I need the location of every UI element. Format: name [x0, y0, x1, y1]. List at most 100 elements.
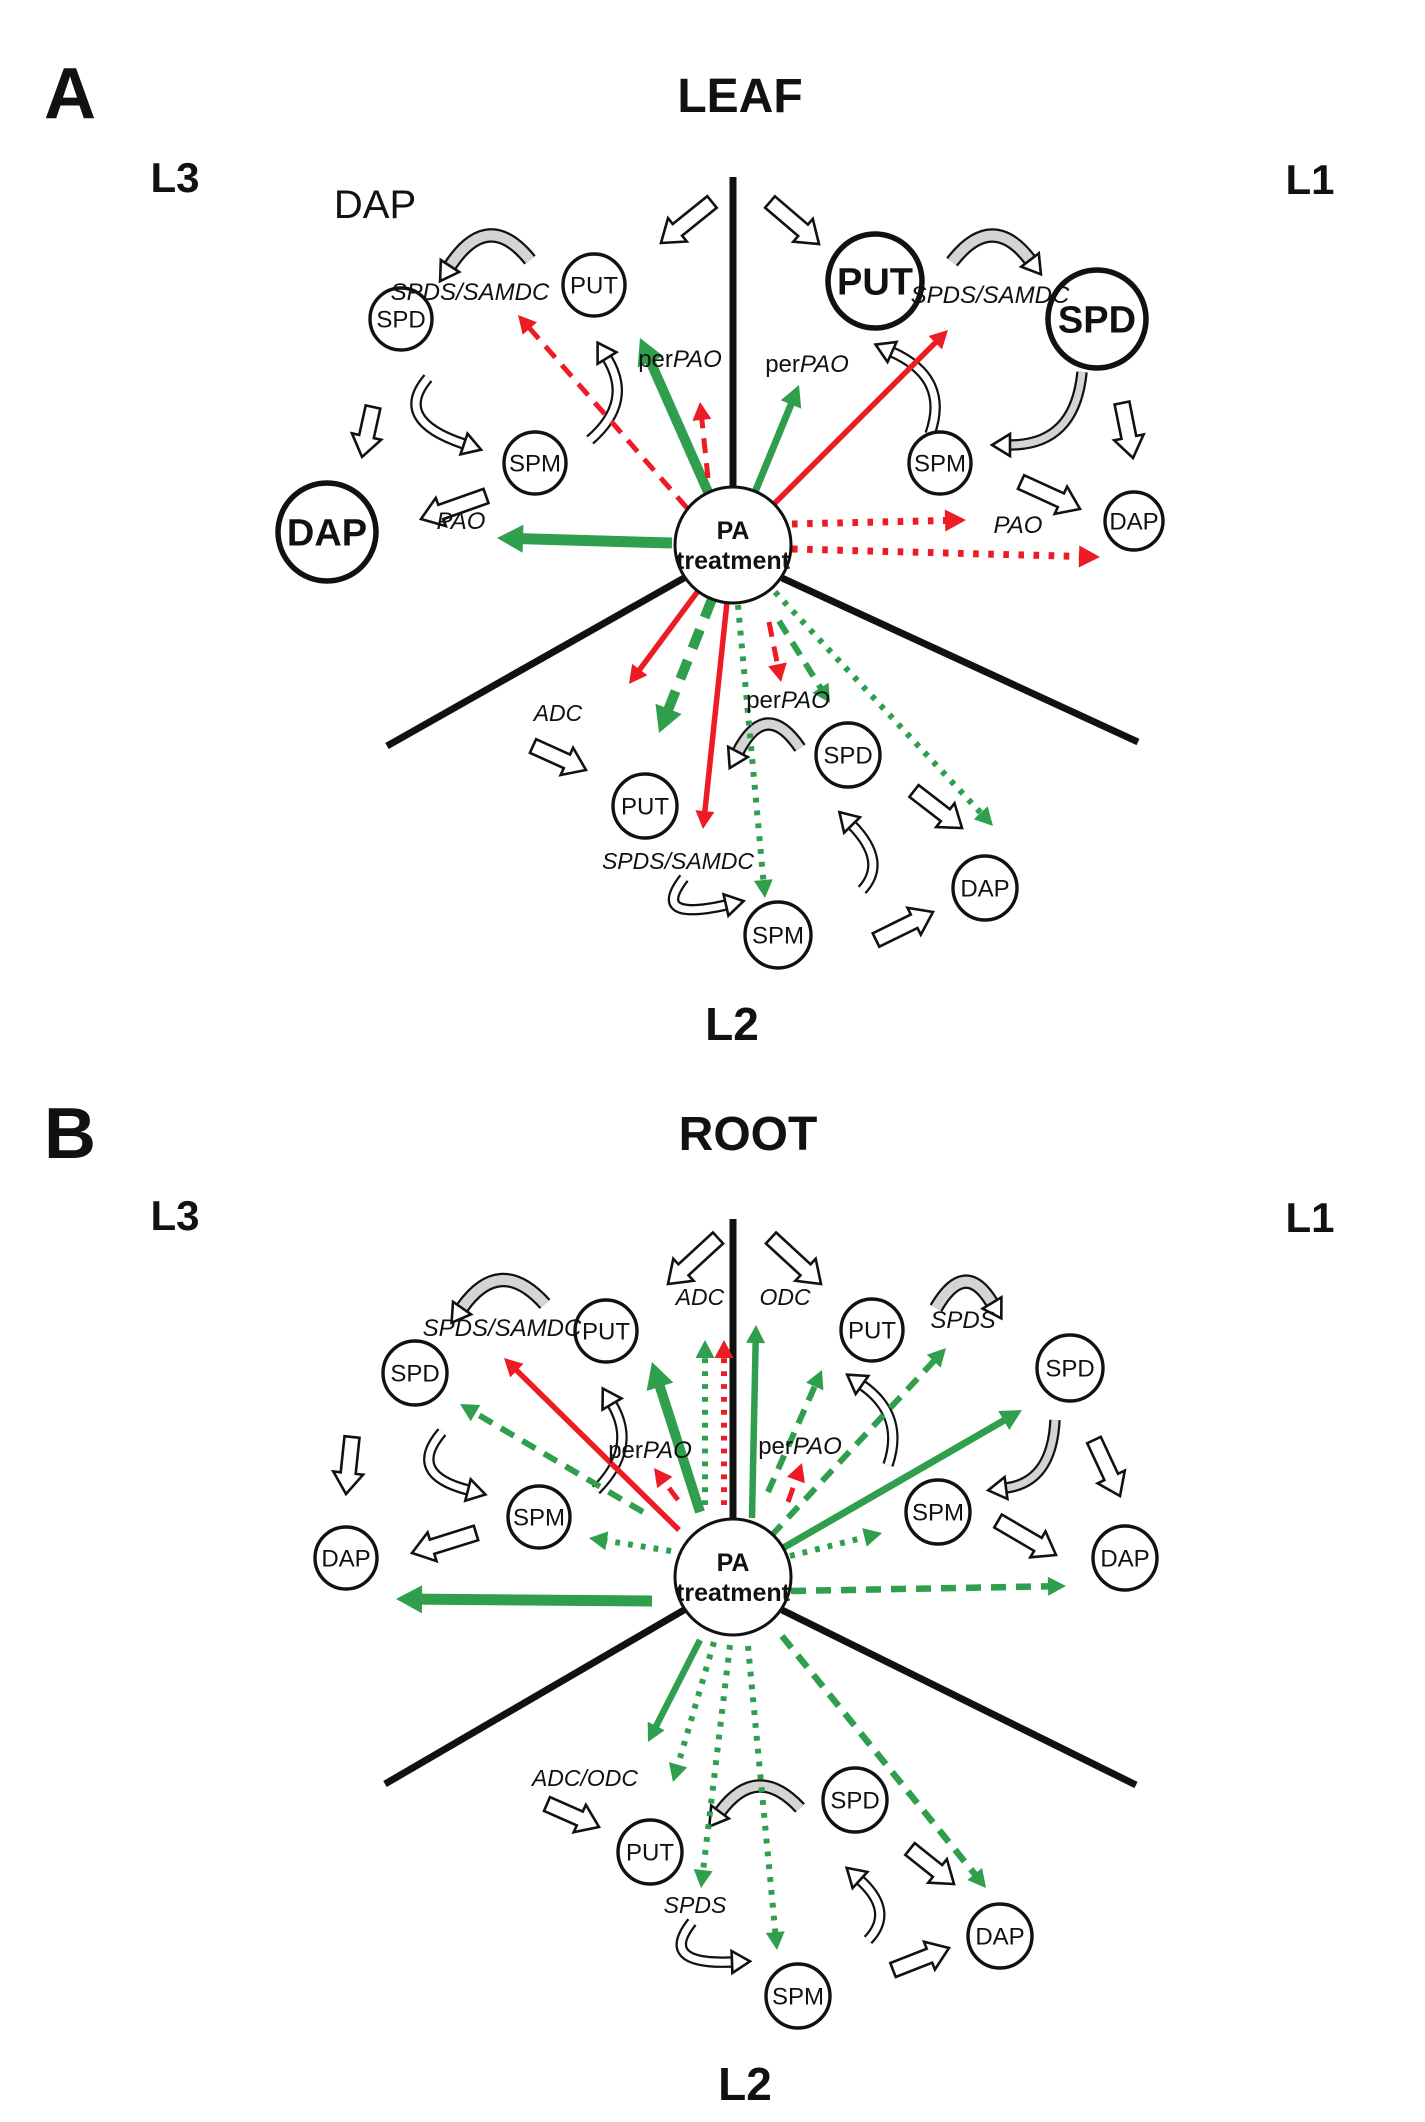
b-l1-spd-label: SPD [1045, 1356, 1094, 1383]
a-l3-spm-put-curve [586, 340, 623, 445]
panel-a-divider-2 [780, 574, 1140, 746]
a-l1-spm-label: SPM [914, 451, 966, 478]
a-pa-to-l3-pao-dap [497, 524, 673, 553]
b-pa-to-l1-put [765, 1370, 824, 1494]
a-l2-spm-spd-curve [837, 810, 879, 894]
a-sector-l3-label: L3 [150, 154, 199, 201]
b-l3-spm-dap-arrow [409, 1524, 480, 1564]
b-l1-spm: SPM [904, 1478, 972, 1546]
b-l3-dap-label: DAP [321, 1546, 370, 1573]
b-pa-treatment-line1: PA [717, 1549, 750, 1577]
a-l3-spd: SPD [368, 286, 434, 352]
b-l3-put-label: PUT [582, 1319, 630, 1346]
panel-b-title: ROOT [679, 1108, 818, 1161]
b-l1-dap-label: DAP [1100, 1546, 1149, 1573]
a-l3-dap-label: DAP [287, 513, 367, 555]
a-l3-spm: SPM [502, 430, 568, 496]
a-l3-spds-samdc-label: SPDS/SAMDC [391, 279, 550, 306]
a-l1-spd-label: SPD [1058, 300, 1136, 342]
b-pa-to-l1-spm [789, 1528, 882, 1559]
a-l3-spm-dap-arrow [418, 487, 491, 529]
b-pa-to-odc [746, 1325, 766, 1519]
b-l3-spm-label: SPM [513, 1505, 565, 1532]
b-l1-top-arrow [764, 1230, 823, 1286]
a-pa-to-l2-spd [776, 619, 830, 703]
b-pa-to-l2-spm [745, 1645, 785, 1950]
b-l1-spd: SPD [1035, 1333, 1105, 1403]
a-l1-spds-samdc-label: SPDS/SAMDC [911, 282, 1070, 309]
b-l3-spds-samdc-label: SPDS/SAMDC [423, 1315, 582, 1342]
b-pa-to-l3-spds-samdc [504, 1358, 681, 1532]
a-pa-treatment-line1: PA [717, 517, 750, 545]
b-l1-spm-label: SPM [912, 1500, 964, 1527]
a-l1-pao-label: PAO [994, 512, 1043, 539]
a-pa-to-l1-pao [791, 509, 966, 532]
a-l3-spd-dap-arrow [349, 403, 384, 460]
a-l3-dap-free-label: DAP [334, 183, 416, 227]
b-l2-spm-spd-curve [844, 1866, 886, 1944]
b-pa-to-l3-spd [460, 1404, 645, 1515]
b-pa-to-l3-short [654, 1468, 680, 1502]
b-pa-treatment-line2: treatment [676, 1579, 791, 1607]
a-l2-adc-put-arrow [528, 737, 589, 777]
b-pa-to-l3-dap [396, 1585, 653, 1614]
b-l3-spm: SPM [506, 1484, 572, 1550]
a-l3-cycle-arch [438, 228, 536, 284]
b-l1-perpao-label: perPAO [758, 1433, 842, 1460]
a-l3-spm-label: SPM [509, 451, 561, 478]
b-l2-put-spm-curve [675, 1918, 753, 1976]
b-l3-top-arrow [666, 1230, 725, 1286]
b-l2-spd-label: SPD [830, 1788, 879, 1815]
a-l2-perpao-label: perPAO [746, 687, 830, 714]
a-l2-put-label: PUT [621, 794, 669, 821]
a-l3-put: PUT [561, 252, 627, 318]
b-l2-adc-odc-label: ADC/ODC [530, 1765, 638, 1791]
b-l2-adc-odc-put-arrow [542, 1795, 602, 1834]
panel-b-divider-2 [780, 1606, 1138, 1789]
a-l2-put: PUT [611, 772, 679, 840]
b-pa-to-l2-adc-odc [647, 1638, 703, 1742]
a-l2-spm: SPM [743, 900, 813, 970]
a-pa-to-l1-spds-samdc [772, 330, 948, 506]
panel-a-divider-1 [385, 574, 686, 750]
b-sector-l3-label: L3 [150, 1192, 199, 1239]
a-pa-to-l2-spds-samdc [695, 601, 730, 829]
b-pa-to-l1-spds [768, 1348, 946, 1539]
a-l3-spd-spm-curve [410, 374, 484, 457]
b-l2-put: PUT [616, 1818, 684, 1886]
b-pa-to-l1-spd [781, 1410, 1022, 1552]
a-l2-spds-samdc-label: SPDS/SAMDC [602, 848, 754, 874]
a-sector-l2-label: L2 [705, 998, 759, 1050]
a-l1-spd-spm-curve [989, 371, 1088, 459]
a-l2-spd-dap-arrow [907, 783, 964, 830]
a-l1-dap-label: DAP [1109, 509, 1158, 536]
a-l1-put-label: PUT [837, 262, 913, 304]
b-l3-spd-label: SPD [390, 1361, 439, 1388]
a-pa-to-l3-spds-samdc [518, 315, 689, 510]
a-l2-adc-label: ADC [532, 700, 583, 726]
b-l1-spm-put-curve [845, 1373, 899, 1467]
a-l2-spd: SPD [814, 721, 882, 789]
a-pa-to-l2-dap [772, 589, 993, 826]
b-l1-spd-spm-curve [985, 1419, 1061, 1502]
panel-b-letter: B [44, 1094, 96, 1174]
a-l1-perpao-label: perPAO [765, 351, 849, 378]
a-l3-top-arrow [659, 194, 719, 245]
panel-a-letter: A [44, 54, 96, 134]
b-l2-spds-label: SPDS [664, 1892, 727, 1918]
b-pa-to-l2-dap [779, 1633, 986, 1888]
panel-a-title: LEAF [677, 70, 802, 123]
b-l1-spd-dap-arrow [1085, 1435, 1127, 1499]
a-l1-cycle-arch [946, 228, 1043, 277]
b-l3-spd-dap-arrow [330, 1434, 366, 1497]
a-sector-l1-label: L1 [1285, 156, 1334, 203]
a-pa-to-l2-adc [629, 589, 701, 684]
b-l3-dap: DAP [313, 1525, 379, 1591]
a-l3-put-label: PUT [570, 273, 618, 300]
b-l2-cycle-arch [707, 1779, 805, 1829]
b-l3-perpao-label: perPAO [608, 1437, 692, 1464]
a-pa-to-l3-short [692, 402, 712, 479]
a-pa-to-l2-put [655, 597, 717, 733]
b-pa-to-l2-put [668, 1641, 717, 1782]
a-pa-to-l1-perpao [751, 385, 802, 494]
